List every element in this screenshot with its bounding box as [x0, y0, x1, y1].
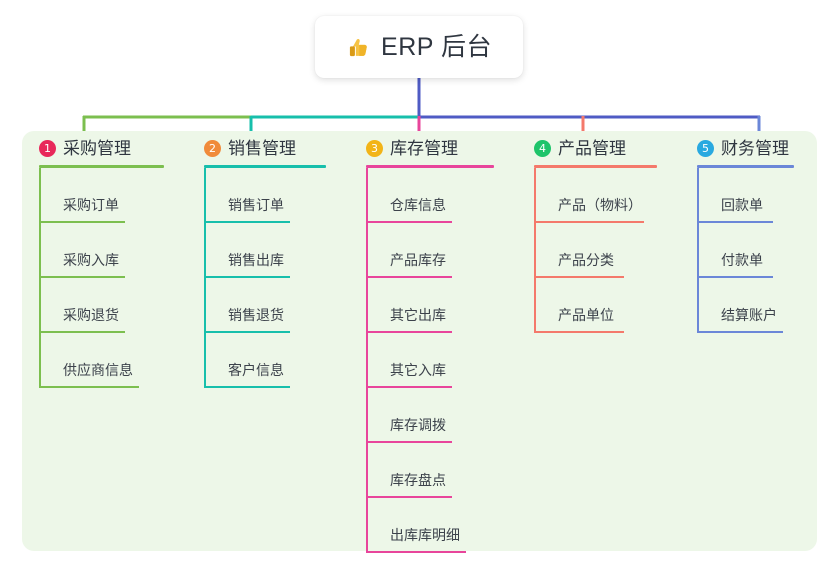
column-badge-4: 4: [534, 139, 551, 157]
column-underline-3: [366, 165, 494, 168]
column-产品管理: 4 产品管理产品（物料） 产品分类产品单位: [517, 131, 680, 551]
list-item[interactable]: 产品分类: [534, 223, 680, 278]
list-item-label: 采购退货: [63, 306, 119, 323]
column-title-label: 财务管理: [721, 138, 789, 158]
list-item[interactable]: 采购入库: [39, 223, 187, 278]
column-title-label: 采购管理: [63, 138, 131, 158]
list-item-rule: [206, 276, 290, 278]
column-财务管理: 5 财务管理回款单付款单结算账户: [680, 131, 817, 551]
column-header-3[interactable]: 3 库存管理: [349, 131, 517, 165]
column-item-list: 销售订单销售出库销售退货客户信息: [204, 168, 349, 388]
list-item-rule: [368, 386, 452, 388]
list-item[interactable]: 销售订单: [204, 168, 349, 223]
list-item-rule: [368, 276, 452, 278]
column-item-list: 采购订单采购入库采购退货供应商信息: [39, 168, 187, 388]
list-item-label: 产品（物料）: [558, 196, 642, 213]
list-item-label: 产品分类: [558, 251, 614, 268]
thumbs-up-icon: [349, 38, 367, 56]
column-库存管理: 3 库存管理仓库信息产品库存其它出库其它入库库存调拨库存盘点出库库明细: [349, 131, 517, 553]
list-item-label: 库存盘点: [390, 471, 446, 488]
list-item-label: 销售订单: [228, 196, 284, 213]
list-item-rule: [206, 331, 290, 333]
column-underline-4: [534, 165, 657, 168]
list-item-label: 采购订单: [63, 196, 119, 213]
columns-container: 1 采购管理采购订单采购入库采购退货供应商信息 2 销售管理销售订单销售出库销售退货客…: [22, 131, 817, 553]
column-header-5[interactable]: 5 财务管理: [680, 131, 817, 165]
list-item[interactable]: 产品（物料）: [534, 168, 680, 223]
column-header-4[interactable]: 4 产品管理: [517, 131, 680, 165]
list-item[interactable]: 采购退货: [39, 278, 187, 333]
list-item[interactable]: 出库库明细: [366, 498, 517, 553]
list-item-label: 其它入库: [390, 361, 446, 378]
column-header-2[interactable]: 2 销售管理: [187, 131, 349, 165]
column-item-list: 仓库信息产品库存其它出库其它入库库存调拨库存盘点出库库明细: [366, 168, 517, 553]
column-underline-1: [39, 165, 164, 168]
list-item-rule: [536, 221, 644, 223]
list-item[interactable]: 付款单: [697, 223, 817, 278]
list-item-rule: [368, 551, 466, 553]
list-item-rule: [699, 331, 783, 333]
list-item-rule: [699, 221, 773, 223]
list-item-label: 供应商信息: [63, 361, 133, 378]
list-item-label: 销售出库: [228, 251, 284, 268]
list-item-label: 仓库信息: [390, 196, 446, 213]
list-item-label: 产品库存: [390, 251, 446, 268]
list-item-rule: [368, 331, 452, 333]
list-item-rule: [41, 221, 125, 223]
diagram-panel: [22, 131, 817, 551]
column-title-label: 库存管理: [390, 138, 458, 158]
column-badge-2: 2: [204, 139, 221, 157]
list-item-rule: [41, 276, 125, 278]
list-item-rule: [699, 276, 773, 278]
list-item-label: 销售退货: [228, 306, 284, 323]
list-item-rule: [41, 331, 125, 333]
list-item[interactable]: 库存盘点: [366, 443, 517, 498]
list-item[interactable]: 销售退货: [204, 278, 349, 333]
list-item[interactable]: 供应商信息: [39, 333, 187, 388]
list-item[interactable]: 采购订单: [39, 168, 187, 223]
root-node-title: ERP 后台: [381, 32, 492, 61]
list-item[interactable]: 结算账户: [697, 278, 817, 333]
list-item-rule: [41, 386, 139, 388]
column-销售管理: 2 销售管理销售订单销售出库销售退货客户信息: [187, 131, 349, 551]
list-item-label: 结算账户: [721, 306, 777, 323]
list-item-rule: [536, 331, 624, 333]
list-item[interactable]: 仓库信息: [366, 168, 517, 223]
list-item-rule: [368, 441, 452, 443]
list-item-label: 库存调拨: [390, 416, 446, 433]
column-header-1[interactable]: 1 采购管理: [22, 131, 187, 165]
list-item[interactable]: 回款单: [697, 168, 817, 223]
column-item-list: 回款单付款单结算账户: [697, 168, 817, 333]
column-underline-2: [204, 165, 326, 168]
list-item[interactable]: 库存调拨: [366, 388, 517, 443]
column-badge-5: 5: [697, 139, 714, 157]
column-采购管理: 1 采购管理采购订单采购入库采购退货供应商信息: [22, 131, 187, 551]
list-item-label: 产品单位: [558, 306, 614, 323]
list-item-rule: [206, 221, 290, 223]
column-item-list: 产品（物料） 产品分类产品单位: [534, 168, 680, 333]
list-item-label: 回款单: [721, 196, 763, 213]
list-item-label: 付款单: [721, 251, 763, 268]
list-item-label: 出库库明细: [390, 526, 460, 543]
list-item[interactable]: 销售出库: [204, 223, 349, 278]
list-item[interactable]: 其它出库: [366, 278, 517, 333]
list-item-rule: [368, 496, 452, 498]
list-item-rule: [368, 221, 452, 223]
column-badge-1: 1: [39, 139, 56, 157]
list-item-label: 客户信息: [228, 361, 284, 378]
column-underline-5: [697, 165, 794, 168]
list-item-rule: [206, 386, 290, 388]
list-item[interactable]: 产品库存: [366, 223, 517, 278]
root-node-card[interactable]: ERP 后台: [315, 16, 523, 78]
list-item[interactable]: 其它入库: [366, 333, 517, 388]
list-item-label: 其它出库: [390, 306, 446, 323]
column-title-label: 产品管理: [558, 138, 626, 158]
list-item[interactable]: 产品单位: [534, 278, 680, 333]
column-title-label: 销售管理: [228, 138, 296, 158]
list-item[interactable]: 客户信息: [204, 333, 349, 388]
list-item-rule: [536, 276, 624, 278]
list-item-label: 采购入库: [63, 251, 119, 268]
column-badge-3: 3: [366, 139, 383, 157]
